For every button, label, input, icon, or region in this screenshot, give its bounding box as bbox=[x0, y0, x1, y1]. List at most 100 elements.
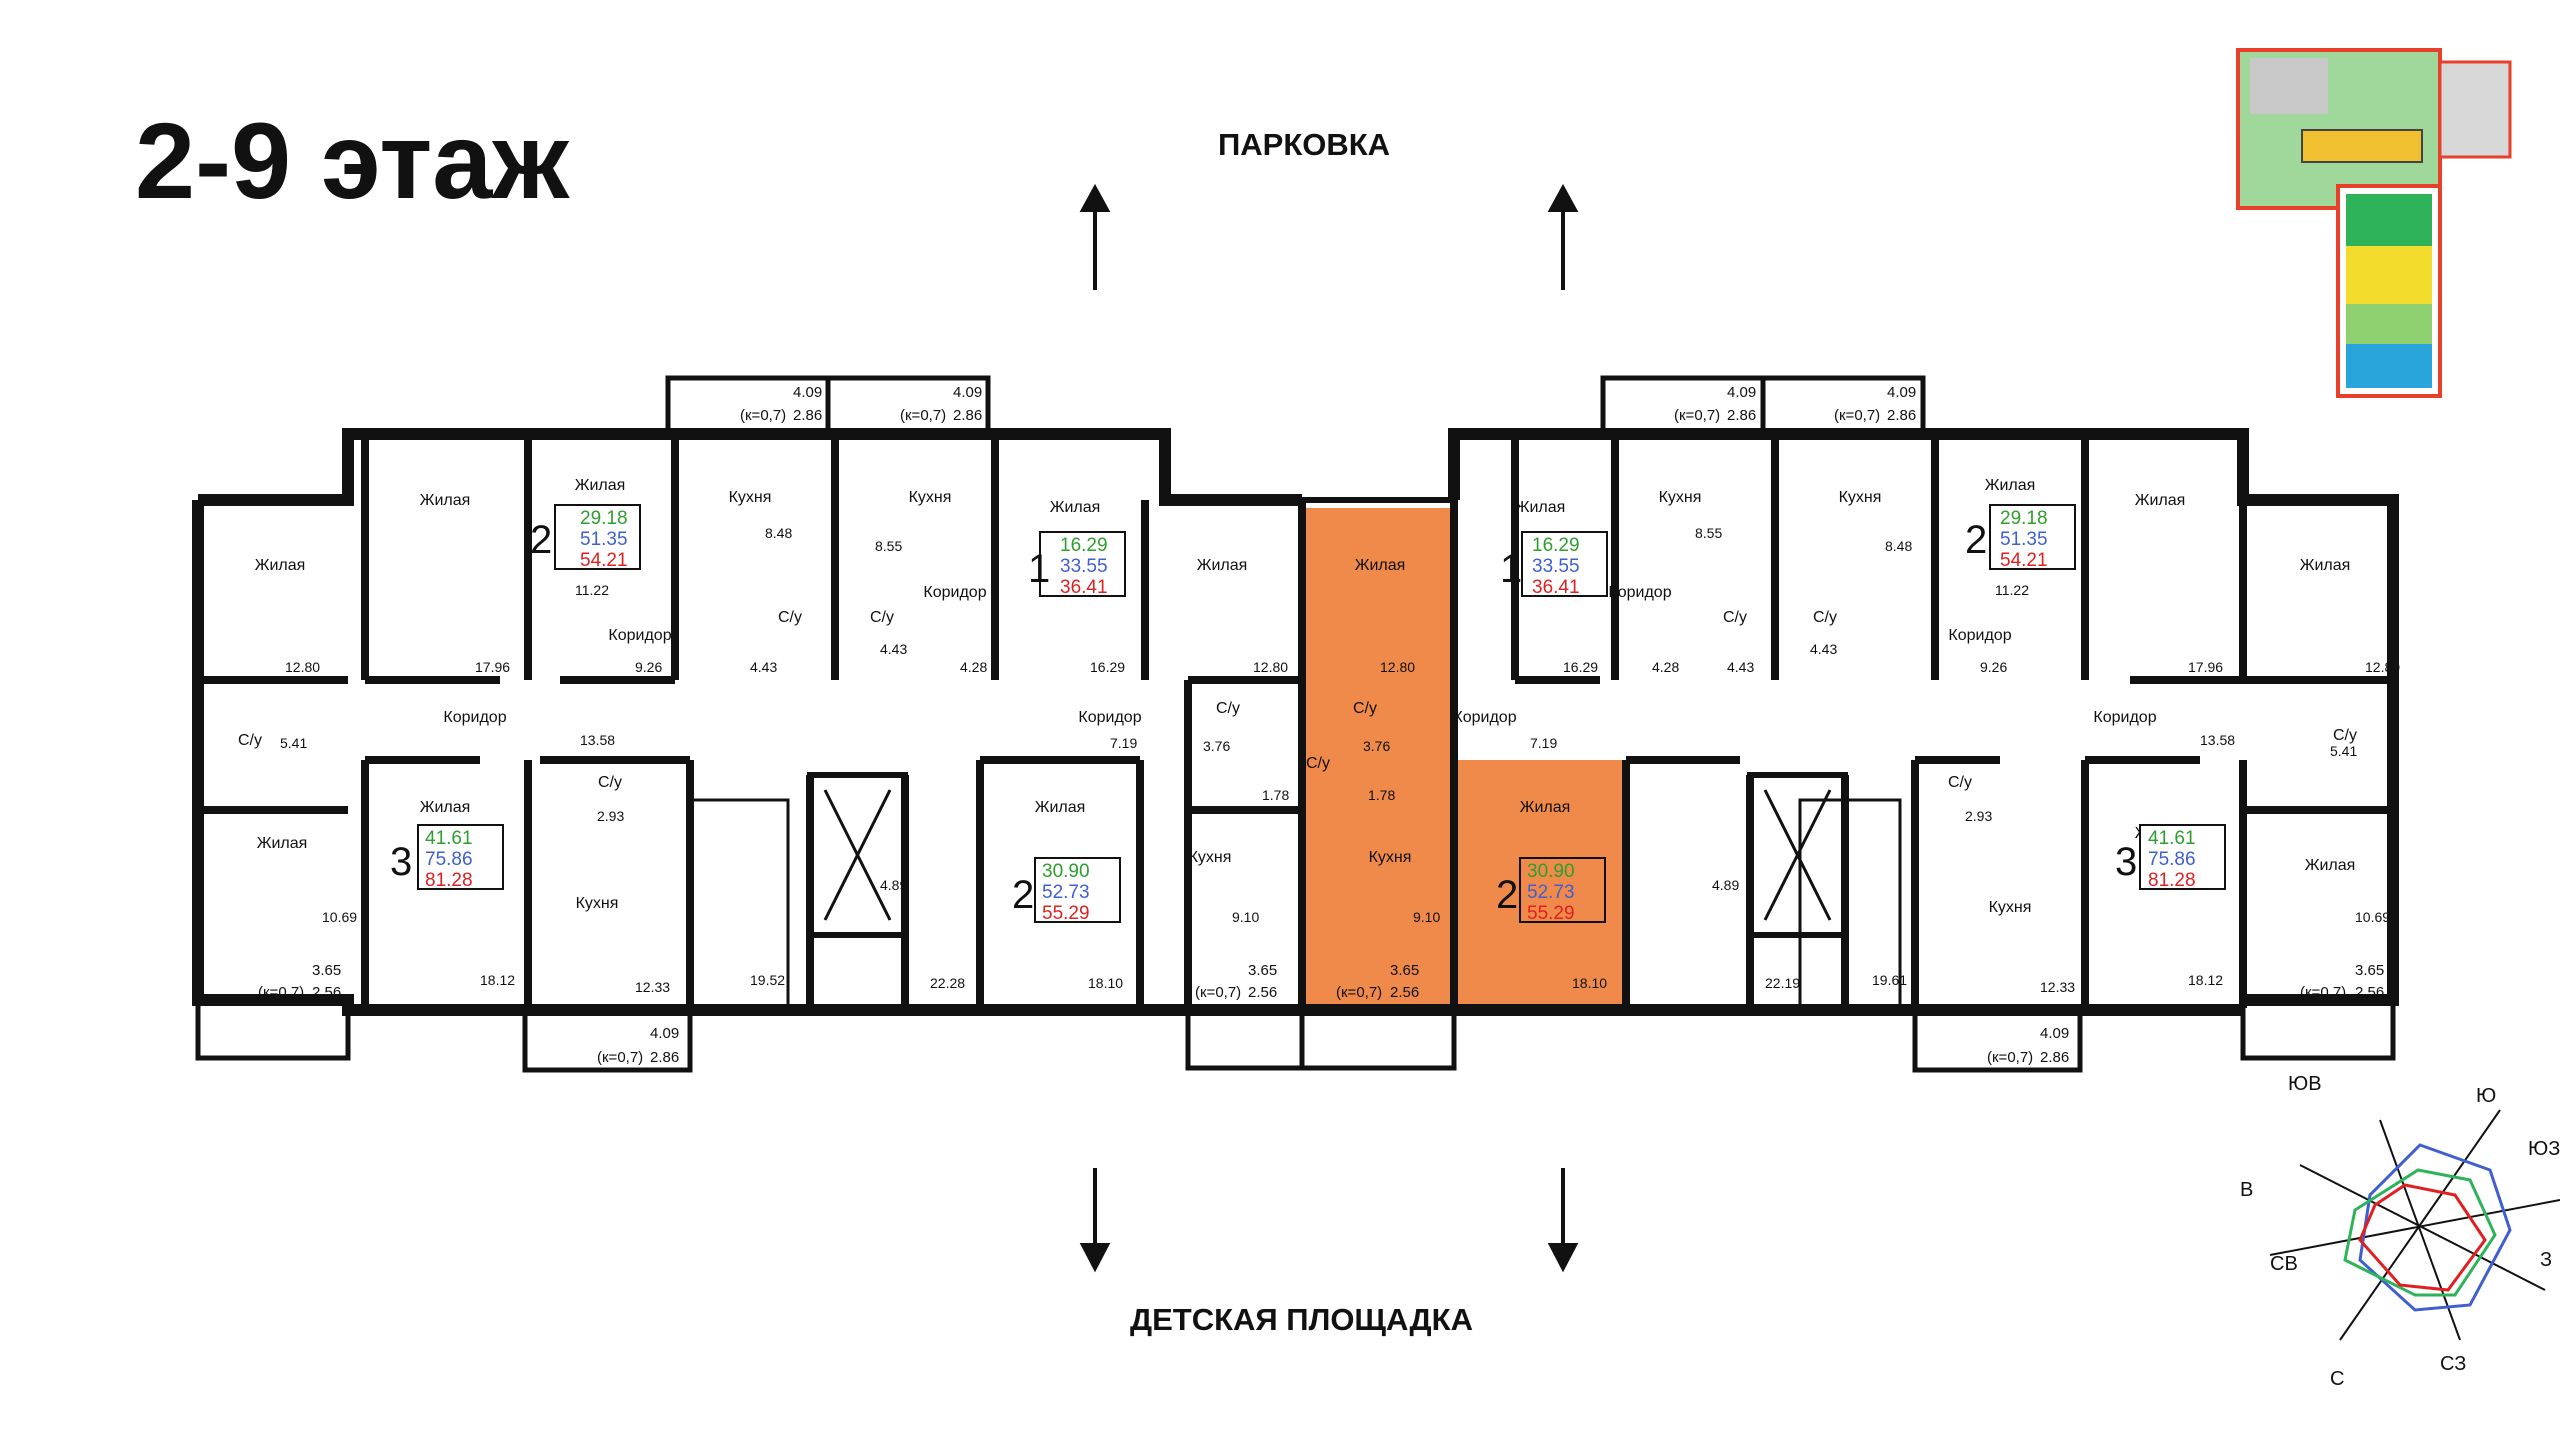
total-area: 75.86 bbox=[2148, 849, 2196, 870]
room-area-values: 12.80 17.96 11.22 9.26 8.48 4.43 8.55 4.… bbox=[280, 525, 2400, 995]
rooms-count: 2 bbox=[1965, 518, 1987, 562]
room-label: Жилая bbox=[1355, 557, 1406, 574]
room-area: 10.69 bbox=[322, 909, 357, 925]
room-label: Коридор bbox=[608, 627, 671, 644]
room-area: 1.78 bbox=[1262, 787, 1289, 803]
room-label: Коридор bbox=[1608, 584, 1671, 601]
balcony-area: 4.09 bbox=[2040, 1025, 2069, 1042]
balcony-area: 55.29 bbox=[1527, 903, 1575, 924]
balcony-area: 3.65 bbox=[2355, 962, 2384, 979]
balcony-area: 2.56 bbox=[312, 984, 341, 1001]
room-area: 4.89 bbox=[1712, 877, 1739, 893]
living-area: 30.90 bbox=[1042, 861, 1090, 882]
room-area: 4.43 bbox=[1727, 659, 1754, 675]
room-area: 16.29 bbox=[1563, 659, 1598, 675]
room-area: 9.10 bbox=[1232, 909, 1259, 925]
site-minimap bbox=[2236, 48, 2512, 398]
wind-rose: Ю ЮЗ З СЗ С СВ В ЮВ bbox=[2240, 1073, 2560, 1390]
wind-rose-label: ЮЗ bbox=[2528, 1138, 2560, 1160]
total-area: 75.86 bbox=[425, 849, 473, 870]
wind-rose-label: ЮВ bbox=[2288, 1073, 2322, 1095]
room-area: 12.33 bbox=[2040, 979, 2075, 995]
room-area: 2.93 bbox=[597, 808, 624, 824]
room-label: Кухня bbox=[1189, 849, 1232, 866]
rooms-count: 2 bbox=[1496, 873, 1518, 917]
balcony-area: 2.86 bbox=[953, 407, 982, 424]
direction-top-label: ПАРКОВКА bbox=[1218, 127, 1390, 162]
balcony-area: 2.56 bbox=[2355, 984, 2384, 1001]
room-label: Жилая bbox=[2300, 557, 2351, 574]
balcony-area: 4.09 bbox=[953, 384, 982, 401]
rooms-count: 1 bbox=[1500, 547, 1522, 591]
arrow-down-right-icon bbox=[1547, 1168, 1579, 1273]
total-area: 52.73 bbox=[1042, 882, 1090, 903]
apartment-info-6: 2 29.18 51.35 54.21 bbox=[1965, 504, 2076, 571]
living-area: 41.61 bbox=[425, 828, 473, 849]
room-area: 8.48 bbox=[1885, 538, 1912, 554]
balcony-area: 4.09 bbox=[793, 384, 822, 401]
room-area: 11.22 bbox=[1995, 582, 2029, 598]
room-labels: Жилая Жилая Жилая Кухня Кухня Жилая Жила… bbox=[238, 477, 2357, 916]
room-area: 10.69 bbox=[2355, 909, 2390, 925]
room-area: 11.22 bbox=[575, 582, 609, 598]
room-label: Жилая bbox=[420, 799, 471, 816]
apartment-info-7-highlighted: 2 30.90 52.73 55.29 bbox=[1496, 857, 1606, 924]
room-area: 19.61 bbox=[1872, 972, 1907, 988]
total-area: 52.73 bbox=[1527, 882, 1575, 903]
room-area: 7.19 bbox=[1110, 735, 1137, 751]
room-label: Жилая bbox=[1050, 499, 1101, 516]
room-label: Кухня bbox=[909, 489, 952, 506]
living-area: 16.29 bbox=[1060, 535, 1108, 556]
balcony-area: 54.21 bbox=[580, 550, 628, 571]
room-label: С/у bbox=[870, 609, 894, 626]
balcony-coef: (к=0,7) bbox=[1987, 1049, 2033, 1066]
floor-title: 2-9 этаж bbox=[135, 100, 570, 221]
room-area: 8.55 bbox=[875, 538, 902, 554]
rooms-count: 3 bbox=[2115, 840, 2137, 884]
balcony-area: 2.86 bbox=[1887, 407, 1916, 424]
room-label: Жилая bbox=[257, 835, 308, 852]
wind-rose-label: СЗ bbox=[2440, 1353, 2466, 1375]
balcony-area: 2.86 bbox=[1727, 407, 1756, 424]
balcony-area: 36.41 bbox=[1060, 577, 1108, 598]
balcony-coef: (к=0,7) bbox=[1195, 984, 1241, 1001]
room-label: Жилая bbox=[1035, 799, 1086, 816]
stairwells bbox=[686, 772, 1902, 1012]
balcony-area: 36.41 bbox=[1532, 577, 1580, 598]
room-area: 12.80 bbox=[2365, 659, 2400, 675]
balcony-coef: (к=0,7) bbox=[1674, 407, 1720, 424]
room-label: С/у bbox=[598, 774, 622, 791]
balcony-area: 55.29 bbox=[1042, 903, 1090, 924]
balcony-area: 81.28 bbox=[2148, 870, 2196, 891]
room-label: Жилая bbox=[420, 492, 471, 509]
living-area: 29.18 bbox=[580, 508, 628, 529]
arrow-up-left-icon bbox=[1079, 183, 1111, 290]
balcony-coef: (к=0,7) bbox=[740, 407, 786, 424]
room-label: Коридор bbox=[923, 584, 986, 601]
room-label: Кухня bbox=[576, 895, 619, 912]
balcony-labels: 4.09 (к=0,7) 2.86 4.09 (к=0,7) 2.86 4.09… bbox=[258, 384, 2384, 1066]
balcony-area: 2.56 bbox=[1390, 984, 1419, 1001]
room-area: 8.48 bbox=[765, 525, 792, 541]
room-label: Кухня bbox=[1989, 899, 2032, 916]
room-area: 4.28 bbox=[1652, 659, 1679, 675]
room-area: 9.10 bbox=[1413, 909, 1440, 925]
balcony-coef: (к=0,7) bbox=[2300, 984, 2346, 1001]
room-area: 18.12 bbox=[2188, 972, 2223, 988]
room-label: Кухня bbox=[1659, 489, 1702, 506]
balcony-area: 3.65 bbox=[1390, 962, 1419, 979]
room-area: 16.29 bbox=[1090, 659, 1125, 675]
balcony-area: 2.56 bbox=[1248, 984, 1277, 1001]
wind-rose-label: СВ bbox=[2270, 1253, 2298, 1275]
total-area: 33.55 bbox=[1532, 556, 1580, 577]
room-area: 13.58 bbox=[580, 732, 615, 748]
room-area: 4.43 bbox=[750, 659, 777, 675]
living-area: 41.61 bbox=[2148, 828, 2196, 849]
room-area: 2.93 bbox=[1965, 808, 1992, 824]
room-label: Жилая bbox=[1520, 799, 1571, 816]
room-label: Жилая bbox=[1197, 557, 1248, 574]
balcony-area: 4.09 bbox=[1727, 384, 1756, 401]
wind-rose-label: С bbox=[2330, 1368, 2344, 1390]
room-label: Коридор bbox=[2093, 709, 2156, 726]
